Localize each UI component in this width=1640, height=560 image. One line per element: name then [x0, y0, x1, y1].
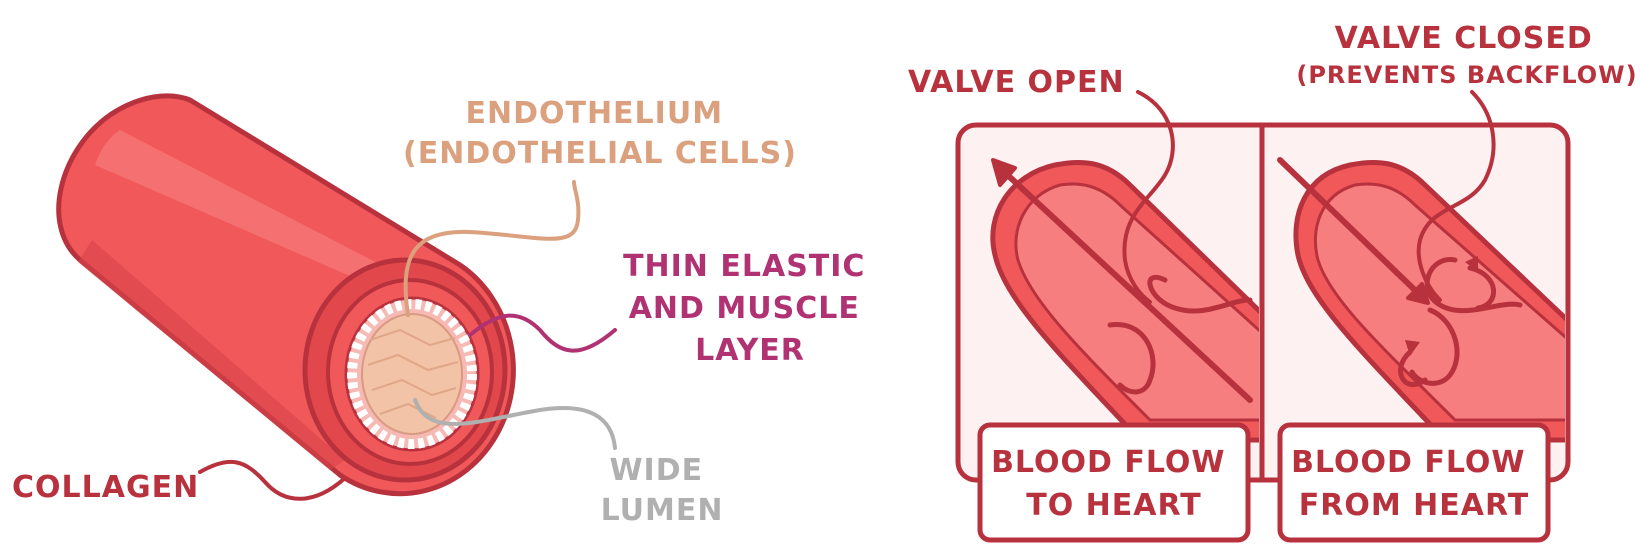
valve-closed-label: VALVE CLOSED (PREVENTS BACKFLOW)	[1296, 21, 1637, 89]
lumen-leader	[413, 398, 617, 450]
flow-from-heart-label: BLOOD FLOW FROM HEART	[1291, 445, 1537, 523]
valve-open-leader	[1122, 90, 1175, 304]
endothelium-leader	[403, 180, 581, 317]
flow-to-heart-label: BLOOD FLOW TO HEART	[991, 445, 1237, 523]
valve-open-label: VALVE OPEN	[908, 65, 1125, 100]
lumen	[361, 313, 463, 435]
lumen-texture	[367, 328, 459, 419]
open-valve-vein	[990, 158, 1259, 443]
lumen-label: WIDE LUMEN	[601, 453, 724, 528]
collagen-label: COLLAGEN	[12, 470, 199, 505]
elastic-muscle-label: THIN ELASTIC AND MUSCLE LAYER	[623, 249, 877, 368]
flow-to-heart-box	[977, 422, 1251, 543]
vein-shadow	[78, 240, 345, 470]
valve-panels: BLOOD FLOW TO HEART BLOOD FLOW FROM HEAR…	[955, 122, 1571, 543]
flow-from-heart-box	[1277, 422, 1551, 543]
muscle-leader	[468, 313, 617, 353]
valve-closed-leader	[1416, 90, 1496, 302]
vein-highlight	[95, 130, 420, 300]
collagen-leader	[198, 459, 347, 501]
endothelial-cells	[347, 299, 477, 449]
endothelium-label: ENDOTHELIUM (ENDOTHELIAL CELLS)	[403, 96, 797, 171]
closed-valve-vein	[1277, 157, 1565, 443]
